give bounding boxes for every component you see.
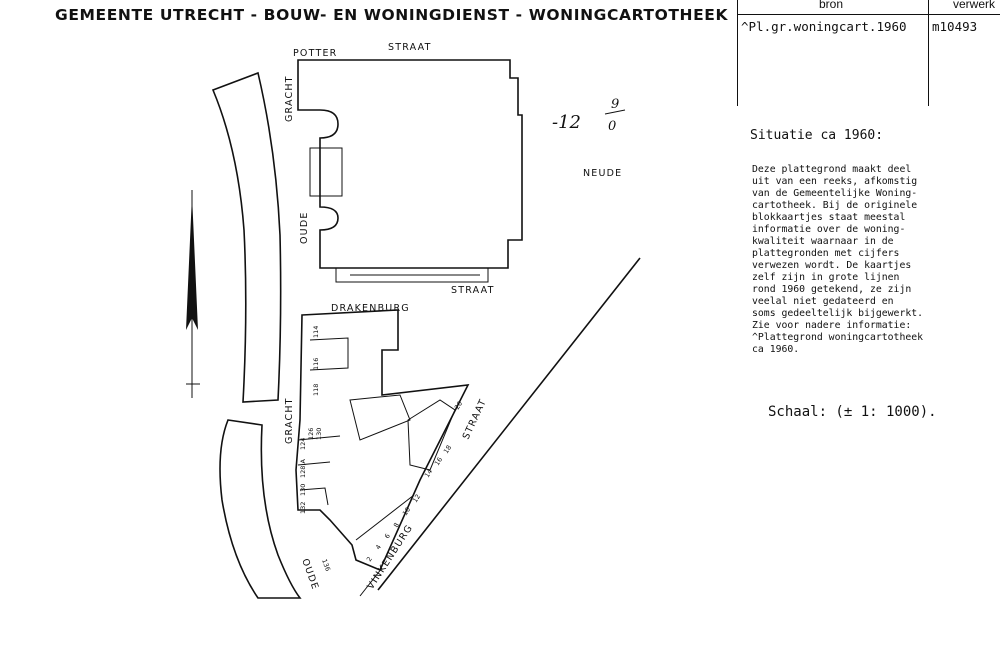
handwritten-annotation: -12 9 0 — [552, 97, 626, 134]
house-number: 126 — [307, 428, 315, 440]
house-number: 128,A — [299, 459, 307, 478]
canal-banks — [211, 71, 302, 599]
street-label-oude-upper: OUDE — [299, 211, 310, 244]
house-number: 130 — [299, 484, 307, 496]
upper-building-block — [297, 59, 523, 283]
house-number: 132 — [299, 502, 307, 514]
situation-description: Deze plattegrond maakt deel uit van een … — [752, 164, 924, 355]
street-label-drakenburg: DRAKENBURG — [331, 303, 410, 314]
street-label-vinkenburg: VINKENBURG — [365, 523, 415, 592]
lower-building-block — [295, 309, 470, 572]
street-label-oude-lower: OUDE — [299, 557, 320, 591]
svg-text:9: 9 — [611, 97, 619, 112]
street-label-neude: NEUDE — [583, 168, 622, 179]
house-number: 4 — [374, 543, 383, 551]
house-number: 124 — [299, 438, 307, 450]
house-number: 20 — [453, 400, 464, 411]
situation-title: Situatie ca 1960: — [750, 128, 884, 143]
column-header-bron: bron — [819, 0, 844, 11]
table-left-border — [737, 0, 738, 106]
house-number: 8 — [392, 521, 401, 529]
street-label-straat-top: STRAAT — [388, 42, 432, 53]
north-arrow-icon — [186, 190, 200, 398]
house-number: 10 — [401, 506, 412, 517]
table-column-divider — [928, 0, 929, 106]
svg-text:0: 0 — [608, 119, 616, 134]
street-label-gracht-upper: GRACHT — [284, 75, 295, 122]
house-number: 2 — [365, 555, 374, 563]
processing-value: m10493 — [932, 19, 978, 34]
street-label-gracht-lower: GRACHT — [284, 397, 295, 444]
scale-label: Schaal: (± 1: 1000). — [768, 404, 937, 420]
house-number: 18 — [442, 444, 453, 455]
house-number: 12 — [411, 493, 422, 504]
house-number: 130 — [315, 428, 323, 440]
street-label-potter: POTTER — [293, 48, 337, 59]
svg-text:-12: -12 — [552, 112, 581, 133]
house-number: 114 — [312, 326, 320, 338]
street-label-straat-mid: STRAAT — [451, 285, 495, 296]
house-number: 136 — [320, 558, 332, 572]
house-number: 116 — [312, 358, 320, 370]
house-number: 118 — [312, 384, 320, 396]
source-table: bron verwerk ^Pl.gr.woningcart.1960 m104… — [737, 0, 1000, 106]
column-header-verwerk: verwerk — [953, 0, 996, 11]
header-title: GEMEENTE UTRECHT - BOUW- EN WONINGDIENST… — [55, 6, 729, 24]
vinkenburg-street-edges — [359, 257, 641, 597]
house-number: 16 — [433, 456, 444, 467]
table-rule — [737, 14, 1000, 15]
house-number: 14 — [423, 468, 434, 479]
street-label-straat-right: STRAAT — [461, 397, 489, 441]
source-value: ^Pl.gr.woningcart.1960 — [741, 19, 907, 34]
house-number: 6 — [383, 532, 392, 540]
